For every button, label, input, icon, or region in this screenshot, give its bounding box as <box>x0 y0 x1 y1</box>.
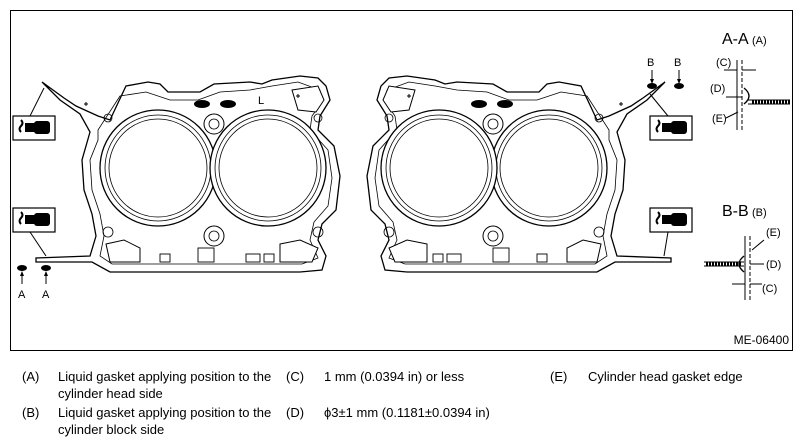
liquid-gasket-tube-icon <box>649 115 693 141</box>
svg-text:B: B <box>647 57 654 69</box>
svg-text:(C): (C) <box>762 283 777 295</box>
svg-text:B-B: B-B <box>722 203 749 220</box>
figure-frame <box>10 10 793 351</box>
l-mark: L <box>258 95 264 107</box>
marker-b: B <box>647 57 657 89</box>
liquid-gasket-tube-icon <box>649 207 693 233</box>
leader-lines <box>29 87 669 257</box>
svg-text:A: A <box>18 289 26 301</box>
liquid-gasket-tube-icon <box>12 207 56 233</box>
left-gasket: L <box>35 75 341 273</box>
svg-text:(B): (B) <box>752 207 767 219</box>
svg-text:(C): (C) <box>716 57 731 69</box>
figure-id: ME-06400 <box>733 333 789 347</box>
right-gasket <box>366 75 672 273</box>
svg-text:(E): (E) <box>712 113 727 125</box>
section-aa: A-A (A) (C) (D) (E) <box>710 31 790 130</box>
svg-text:(E): (E) <box>766 227 781 239</box>
svg-text:(D): (D) <box>766 259 781 271</box>
svg-text:A-A: A-A <box>722 31 749 48</box>
svg-text:(D): (D) <box>710 83 725 95</box>
marker-b: B <box>674 57 684 89</box>
liquid-gasket-tube-icon <box>12 115 56 141</box>
marker-a: A <box>41 265 51 301</box>
svg-text:(A): (A) <box>752 35 767 47</box>
svg-text:B: B <box>674 57 681 69</box>
marker-a: A <box>17 265 27 301</box>
section-bb: B-B (B) (E) (D) (C) <box>704 203 781 300</box>
svg-text:A: A <box>42 289 50 301</box>
